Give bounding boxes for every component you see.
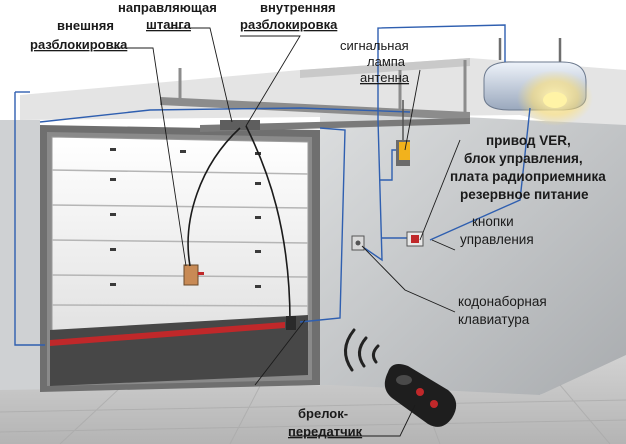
label-drive-1: привод VER,: [486, 133, 571, 148]
callout-lines: [110, 27, 461, 437]
label-keypad-2: клавиатура: [458, 312, 530, 327]
side-wall: [320, 110, 626, 395]
signal-lamp-icon: [396, 100, 410, 166]
keypad-icon: [351, 235, 365, 251]
outer-release-lock-icon: [183, 264, 204, 286]
label-drive-3: плата радиоприемника: [450, 169, 606, 184]
door-bottom-panel: [50, 315, 308, 386]
wiring: [14, 24, 531, 346]
left-wall: [0, 120, 40, 395]
label-signal-lamp-1: сигнальная: [340, 38, 409, 53]
door-seal: [50, 322, 285, 346]
ceiling-motor-icon: [483, 38, 593, 126]
label-signal-lamp-2: лампа: [367, 54, 406, 69]
label-antenna: антенна: [360, 70, 410, 85]
control-buttons-icon: [406, 231, 424, 247]
signal-waves-icon: [344, 328, 380, 372]
floor: [0, 355, 626, 444]
label-drive-2: блок управления,: [464, 151, 583, 166]
label-guide-rail-1: направляющая: [118, 0, 217, 15]
label-guide-rail-2: штанга: [146, 17, 192, 32]
ceiling: [20, 58, 626, 140]
label-inner-release-2: разблокировка: [240, 17, 338, 32]
label-inner-release-1: внутренняя: [260, 0, 336, 15]
release-cables: [187, 125, 296, 330]
label-keypad-1: кодонаборная: [458, 294, 547, 309]
key-fob-remote-icon: [344, 328, 457, 427]
labels: внешняя разблокировка направляющая штанг…: [30, 0, 606, 439]
label-drive-4: резервное питание: [460, 187, 589, 202]
label-remote-2: передатчик: [288, 424, 363, 439]
label-remote-1: брелок-: [298, 406, 348, 421]
label-buttons-1: кнопки: [472, 214, 514, 229]
label-buttons-2: управления: [460, 232, 534, 247]
label-outer-release-2: разблокировка: [30, 37, 128, 52]
label-outer-release-1: внешняя: [57, 18, 114, 33]
sectional-door: [50, 136, 309, 386]
